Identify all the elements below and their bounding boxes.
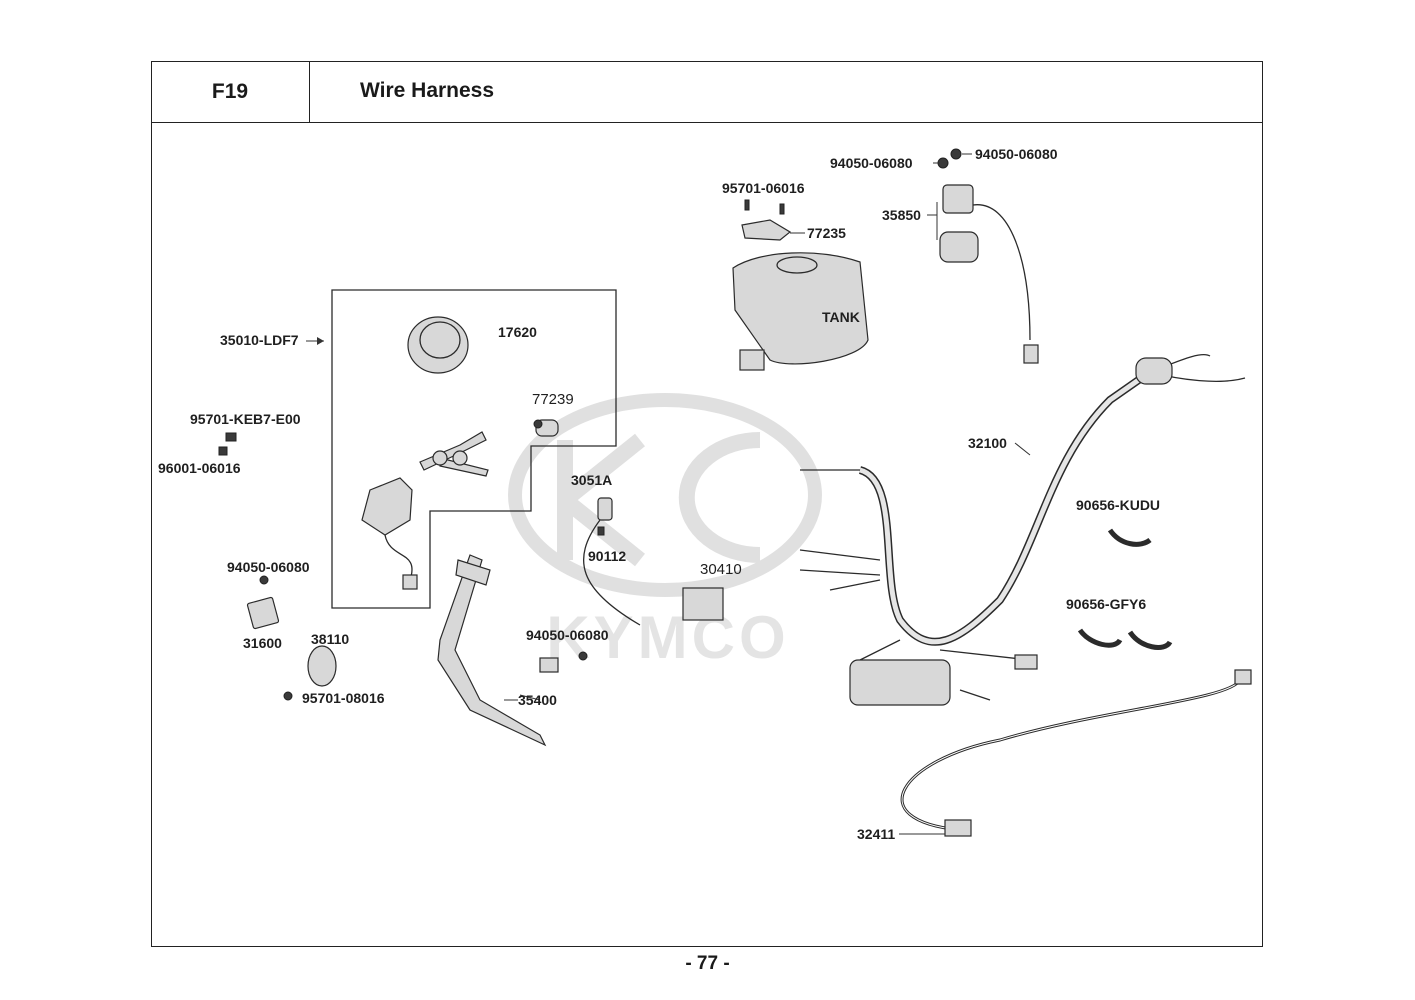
label-95701-keb7-e00: 95701-KEB7-E00 [190,411,301,427]
label-17620: 17620 [498,324,537,340]
bracket-77235 [741,199,792,241]
cable-tie-90656-gfy6 [1077,628,1173,650]
ignition-switch [361,477,418,590]
label-77239: 77239 [532,391,574,408]
page-number: - 77 - [685,953,730,974]
regulator-30410 [682,587,724,621]
figure-code: F19 [151,61,310,123]
diagram-frame [151,61,1263,947]
label-94050-06080-b: 94050-06080 [975,146,1058,162]
starter-relay-35850 [937,148,1039,364]
page-title: Wire Harness [360,79,495,102]
label-96001-06016: 96001-06016 [158,460,241,476]
switch-3051a [583,497,641,626]
cable-tie-90656-kudu [1107,528,1152,547]
label-94050-06080-a: 94050-06080 [830,155,913,171]
watermark-text: KYMCO [546,604,789,671]
label-tank: TANK [822,309,860,325]
ground-wire-32411 [900,669,1252,837]
label-38110: 38110 [311,631,349,647]
label-95701-08016: 95701-08016 [302,690,385,706]
label-35010-ldf7: 35010-LDF7 [220,332,299,348]
label-95701-06016: 95701-06016 [722,180,805,196]
label-90112: 90112 [588,548,626,564]
label-90656-kudu: 90656-KUDU [1076,497,1160,513]
label-35850: 35850 [882,207,921,223]
main-wire-harness-32100 [799,354,1246,706]
relay-31600 [246,575,280,630]
horn-38110 [283,645,337,701]
label-77235: 77235 [807,225,846,241]
label-35400: 35400 [518,692,557,708]
label-31600: 31600 [243,635,282,651]
header-divider [310,122,1263,123]
lock-cylinder-77239 [533,419,559,437]
label-3051a: 3051A [571,472,612,488]
fuel-cap-17620 [407,316,469,374]
label-90656-gfy6: 90656-GFY6 [1066,596,1146,612]
label-30410: 30410 [700,561,742,578]
bracket-35400 [437,554,588,747]
kymco-watermark: KYMCO [508,393,822,671]
screw-95701-keb7 [218,432,237,456]
label-94050-06080-c: 94050-06080 [227,559,310,575]
key-set-outline [331,289,617,609]
label-32411: 32411 [857,826,895,842]
keys [419,431,489,477]
label-32100: 32100 [968,435,1007,451]
label-94050-06080-d: 94050-06080 [526,627,609,643]
fuel-tank [732,252,869,371]
